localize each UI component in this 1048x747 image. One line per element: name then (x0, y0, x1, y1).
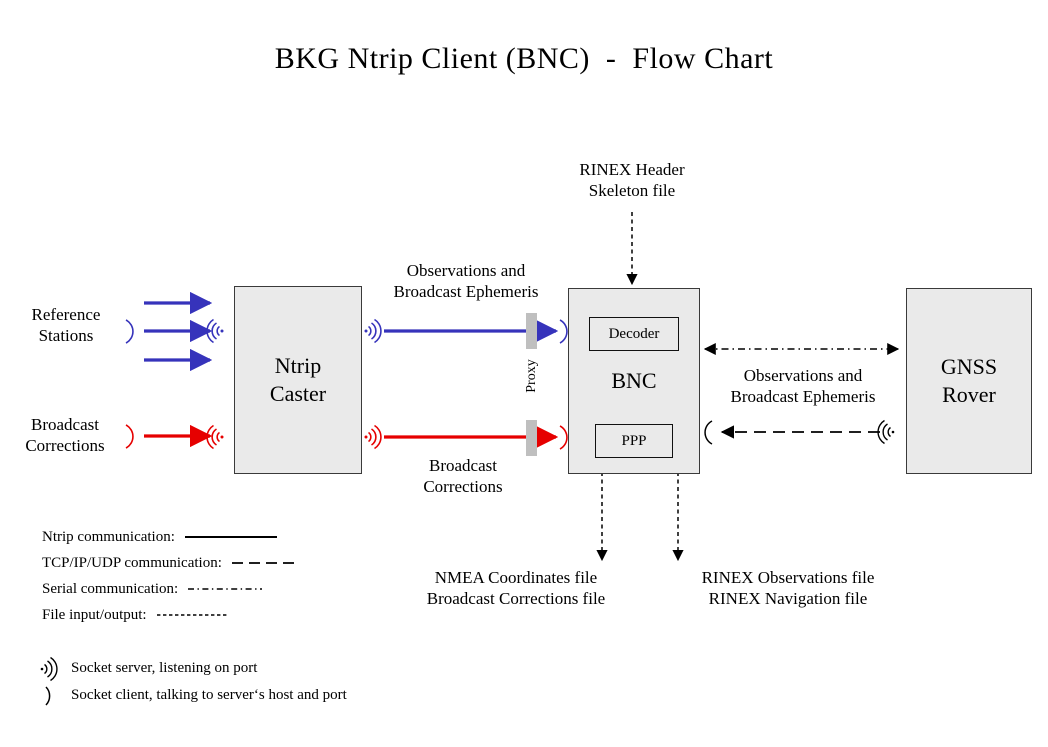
legend-label-socket-client: Socket client, talking to server‘s host … (71, 687, 347, 703)
node-ntrip-caster-label: Ntrip Caster (269, 352, 327, 406)
proxy-bar-top (526, 313, 537, 349)
legend-row-tcpip: TCP/IP/UDP communication: (42, 550, 372, 576)
socket-server-wave-icon (40, 656, 58, 681)
legend-row-file-io: File input/output: (42, 602, 372, 628)
socket-client-arc-icon-reference-stations (125, 319, 134, 344)
legend-label-file-io: File input/output: (42, 606, 147, 623)
legend-socket-glyphs: Socket server, listening on port Socket … (38, 655, 458, 709)
page-title: BKG Ntrip Client (BNC) - Flow Chart (274, 42, 774, 75)
socket-server-wave-icon-caster-in-blue (206, 318, 224, 344)
node-decoder-label: Decoder (608, 325, 660, 342)
label-broadcast-corrections-caster: Broadcast Corrections (423, 456, 503, 497)
socket-server-wave-icon-caster-in-red (206, 424, 224, 450)
legend-line-styles: Ntrip communication: TCP/IP/UDP communic… (42, 524, 372, 628)
legend-row-ntrip: Ntrip communication: (42, 524, 372, 550)
legend-row-socket-client: Socket client, talking to server‘s host … (38, 682, 458, 709)
label-rinex-header-skeleton: RINEX Header Skeleton file (579, 160, 685, 201)
node-gnss-rover-label: GNSS Rover (940, 353, 998, 407)
label-observations-ephemeris-rover: Observations and Broadcast Ephemeris (730, 366, 876, 407)
node-decoder[interactable]: Decoder (589, 317, 679, 351)
socket-server-wave-icon-caster-out-blue (364, 318, 382, 344)
legend-label-ntrip: Ntrip communication: (42, 528, 175, 545)
label-nmea-files: NMEA Coordinates file Broadcast Correcti… (426, 568, 606, 609)
socket-client-arc-icon-bnc-rover (704, 420, 713, 445)
proxy-label: Proxy (524, 359, 539, 393)
node-bnc-label: BNC (611, 367, 657, 393)
label-rinex-files: RINEX Observations file RINEX Navigation… (701, 568, 875, 609)
socket-server-wave-icon-rover (877, 419, 895, 445)
legend-sample-fine-dot (156, 614, 227, 616)
legend-label-serial: Serial communication: (42, 580, 179, 597)
legend-sample-solid (184, 536, 277, 538)
socket-client-arc-icon (45, 685, 51, 706)
node-gnss-rover[interactable]: GNSS Rover (906, 288, 1032, 474)
legend-row-serial: Serial communication: (42, 576, 372, 602)
socket-client-arc-icon-bnc-in-blue (559, 319, 568, 344)
socket-server-wave-icon-caster-out-red (364, 424, 382, 450)
legend-sample-long-dash (231, 562, 300, 564)
legend-row-socket-server: Socket server, listening on port (38, 655, 458, 682)
socket-client-arc-icon-bnc-in-red (559, 425, 568, 450)
arrow-reference-stations-to-caster (144, 291, 213, 372)
node-ppp[interactable]: PPP (595, 424, 673, 458)
proxy-label-wrap: Proxy (502, 359, 562, 392)
node-ppp-label: PPP (621, 432, 647, 449)
label-observations-ephemeris-caster: Observations and Broadcast Ephemeris (393, 261, 539, 302)
legend-label-socket-server: Socket server, listening on port (71, 660, 258, 676)
label-reference-stations: Reference Stations (31, 305, 101, 346)
legend-sample-dash-dot (188, 588, 263, 590)
legend-label-tcpip: TCP/IP/UDP communication: (42, 554, 222, 571)
label-broadcast-corrections-input: Broadcast Corrections (25, 415, 105, 456)
node-ntrip-caster[interactable]: Ntrip Caster (234, 286, 362, 474)
socket-client-arc-icon-broadcast-corrections (125, 424, 134, 449)
proxy-bar-bottom (526, 420, 537, 456)
